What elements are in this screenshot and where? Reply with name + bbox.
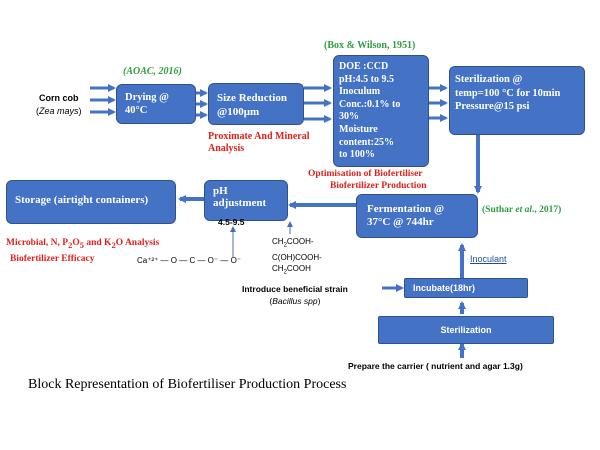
microbial-analysis-note: Microbial, N, P2O5 and K2O Analysis Biof… [6,238,160,264]
citrate-formula: CH2COOH- C(OH)COOH- CH2COOH [272,237,322,276]
fermentation-box: Fermentation @ 37°C @ 744hr [356,194,478,238]
introduce-strain-label: Introduce beneficial strain (Bacillus sp… [242,284,348,306]
calcium-formula: Ca⁺²⁺ — O — C — O⁻ — O⁻ [137,256,242,265]
drying-box: Drying @ 40°C [116,84,196,124]
ph-range-label: 4.5-9.5 [218,217,245,227]
storage-box: Storage (airtight containers) [6,180,176,224]
citation-suthar: (Suthar et al., 2017) [482,205,562,215]
sterilization-bottom-box: Sterilization [378,316,554,344]
optimisation-note: Optimisation of Biofertiliser Biofertili… [308,169,427,191]
incubate-box: Incubate(18hr) [404,278,528,298]
inoculant-link[interactable]: Inoculant [470,254,507,264]
size-reduction-box: Size Reduction @100μm [208,83,304,125]
doe-box: DOE :CCD pH:4.5 to 9.5 Inoculum Conc.:0.… [333,55,429,167]
prepare-carrier-label: Prepare the carrier ( nutrient and agar … [348,361,523,371]
corn-cob-label: Corn cob (Zea mays) [36,93,82,116]
sterilization-top-box: Sterilization @ temp=100 °C for 10min Pr… [449,66,585,135]
ph-adjustment-box: pH adjustment [204,180,288,221]
citation-aoac: (AOAC, 2016) [123,66,182,77]
proximate-analysis-note: Proximate And Mineral Analysis [208,131,310,154]
citation-box-wilson: (Box & Wilson, 1951) [324,40,416,51]
diagram-caption: Block Representation of Biofertiliser Pr… [28,377,347,392]
